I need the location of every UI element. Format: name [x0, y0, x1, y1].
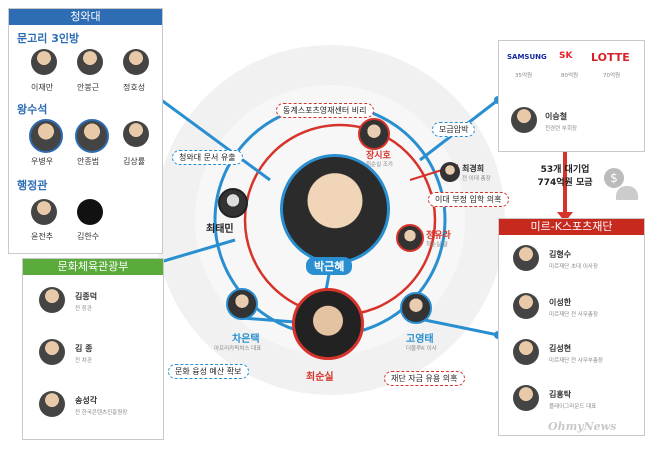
- person-name: 우병우: [31, 157, 54, 166]
- person-name: 김성현: [549, 344, 572, 353]
- avatar: [123, 49, 149, 75]
- samsung-logo: SAMSUNG: [507, 53, 547, 61]
- cha-name: 차은택: [232, 334, 260, 345]
- ministry-title: 문화체육관광부: [23, 259, 163, 275]
- jang-role: 최순실 조카: [366, 162, 394, 168]
- jung-name: 정유라: [426, 231, 451, 241]
- avatar: [511, 107, 537, 133]
- person-name: 송성각: [75, 396, 98, 405]
- allegation-sports-center: 동계스포츠영재센터 비리: [276, 103, 374, 118]
- avatar: [29, 119, 63, 153]
- cha-portrait: [226, 288, 258, 320]
- allegation-docs-leak: 청와대 문서 유출: [172, 150, 243, 165]
- allegation-fund-misuse: 재단 자금 유용 의혹: [384, 371, 465, 386]
- lotte-logo: LOTTE: [591, 51, 630, 64]
- group-admin-title: 행정관: [17, 179, 48, 192]
- jang-name: 장시호: [366, 151, 391, 161]
- person-role: 플레이그라운드 대표: [549, 404, 597, 410]
- choitm-name: 최태민: [206, 224, 234, 235]
- person-name: 김형수: [549, 250, 572, 259]
- person-name: 정호성: [123, 83, 146, 92]
- group-senior-title: 왕수석: [17, 103, 48, 116]
- person-role: 미르재단 전 사무부총장: [549, 358, 604, 364]
- avatar: [513, 339, 539, 365]
- conglomerates-panel: SAMSUNG SK LOTTE 35억원 80억원 70억원 이승철 전경련 …: [498, 40, 645, 152]
- donation-amount: 70억원: [603, 73, 621, 79]
- koh-portrait: [400, 292, 432, 324]
- person-name: 안봉근: [77, 83, 100, 92]
- donation-amount: 35억원: [515, 73, 533, 79]
- group-doorknob-title: 문고리 3인방: [17, 32, 80, 45]
- avatar: [123, 121, 149, 147]
- avatar: [513, 385, 539, 411]
- avatar: [75, 119, 109, 153]
- person-name: 안종범: [77, 157, 100, 166]
- avatar: [39, 339, 65, 365]
- foundation-panel: 미르-K스포츠재단 김형수 미르재단 초대 이사장 이성한 미르재단 전 사무총…: [498, 218, 645, 436]
- watermark: OhmyNews: [548, 420, 617, 433]
- donation-amount: 80억원: [561, 73, 579, 79]
- funding-line1: 53개 대기업: [540, 165, 590, 175]
- person-role: 전 차관: [75, 358, 92, 364]
- person-name: 김 종: [75, 344, 93, 353]
- sk-logo: SK: [559, 51, 573, 61]
- people-group-icon: [616, 186, 638, 200]
- ministry-panel: 문화체육관광부 김종덕 전 장관 김 종 전 차관 송성각 전 한국콘텐츠진흥원…: [22, 258, 164, 440]
- foundation-title: 미르-K스포츠재단: [499, 219, 644, 235]
- person-name: 김한수: [77, 232, 100, 241]
- person-name: 이재만: [31, 83, 54, 92]
- avatar: [31, 199, 57, 225]
- avatar: [39, 287, 65, 313]
- allegation-ewha: 이대 부정 입학 의혹: [428, 192, 509, 207]
- silhouette-avatar: [77, 199, 103, 225]
- choikh-name: 최경희: [462, 164, 485, 173]
- choikh-role: 전 이대 총장: [462, 176, 491, 182]
- avatar: [513, 245, 539, 271]
- coin-icon: $: [604, 168, 624, 188]
- cheongwadae-title: 청와대: [9, 9, 162, 25]
- choi-name: 최순실: [306, 372, 334, 383]
- funding-line2: 774억원 모금: [537, 178, 593, 188]
- avatar: [77, 49, 103, 75]
- person-name: 이성한: [549, 298, 572, 307]
- cheongwadae-panel: 청와대 문고리 3인방 이재만 안봉근 정호성 왕수석 우병우 안종범 김상률 …: [8, 8, 163, 254]
- person-name: 윤전추: [31, 232, 54, 241]
- avatar: [513, 293, 539, 319]
- person-name: 이승철: [545, 112, 568, 121]
- avatar: [31, 49, 57, 75]
- allegation-fundraising: 모금압박: [432, 122, 476, 137]
- avatar: [39, 391, 65, 417]
- jung-portrait: [396, 224, 424, 252]
- person-role: 미르재단 초대 이사장: [549, 264, 599, 270]
- center-portrait: [280, 154, 390, 264]
- koh-role: 더블루K 이사: [406, 346, 437, 352]
- person-role: 미르재단 전 사무총장: [549, 312, 599, 318]
- person-role: 전 한국콘텐츠진흥원장: [75, 410, 128, 416]
- person-role: 전경련 부회장: [545, 126, 578, 132]
- person-name: 김종덕: [75, 292, 98, 301]
- jung-role: 최순실 딸: [426, 242, 448, 248]
- person-role: 전 장관: [75, 306, 92, 312]
- center-name: 박근혜: [306, 257, 353, 275]
- funding-text: 53개 대기업 774억원 모금: [532, 162, 598, 188]
- choikh-portrait: [440, 162, 460, 182]
- jang-portrait: [358, 118, 390, 150]
- cha-role: 아프리카픽쳐스 대표: [214, 346, 262, 352]
- koh-name: 고영태: [406, 334, 434, 345]
- person-name: 김홍탁: [549, 390, 572, 399]
- choi-portrait: [292, 288, 364, 360]
- person-name: 김상률: [123, 157, 146, 166]
- choitm-portrait: [218, 188, 248, 218]
- allegation-culture-budget: 문화 융성 예산 확보: [168, 364, 249, 379]
